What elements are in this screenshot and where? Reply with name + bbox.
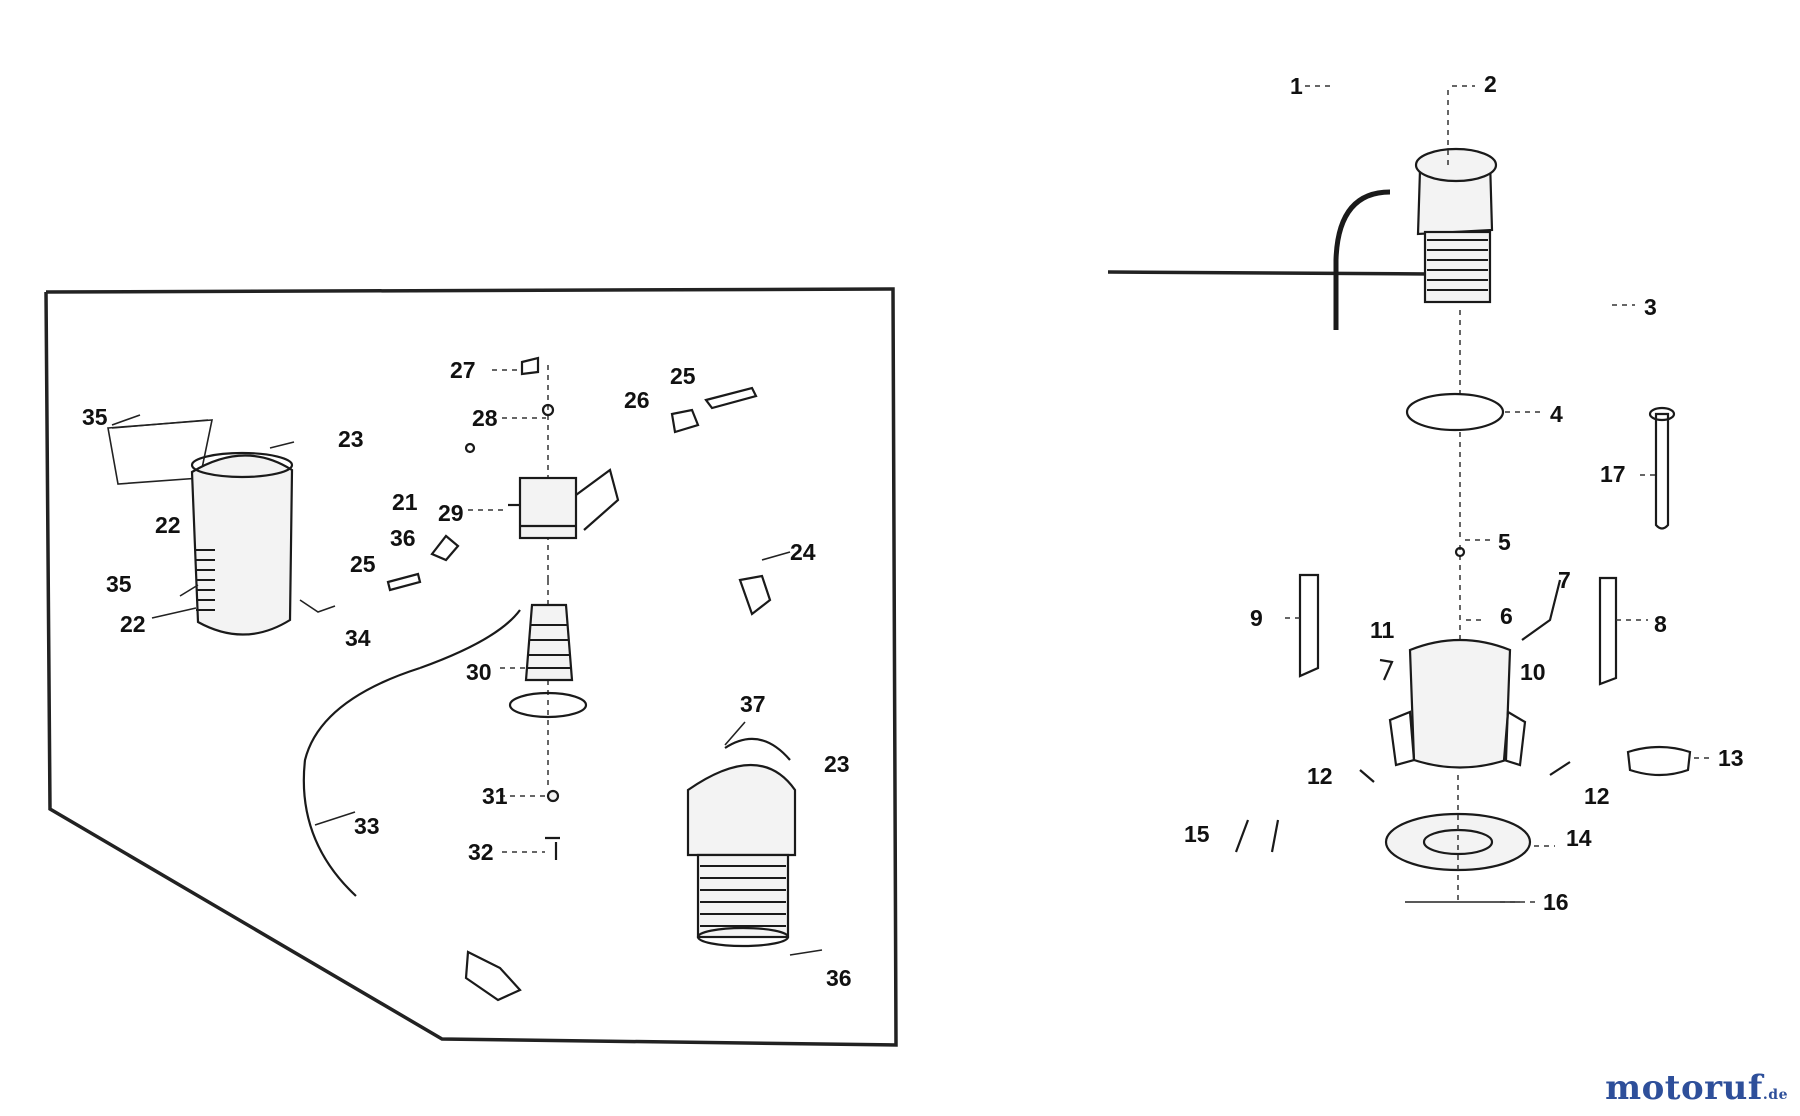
part-label: 14	[1566, 825, 1592, 851]
part-label: 12	[1307, 763, 1333, 789]
part-label: 21	[392, 489, 418, 515]
site-watermark: motoruf.de	[1605, 1068, 1788, 1108]
accessory-inset-panel	[44, 287, 898, 1047]
part-label: 23	[824, 751, 850, 777]
part-label: 16	[1543, 889, 1569, 915]
power-cable-part	[302, 609, 522, 1002]
part-label: 23	[338, 426, 364, 452]
part-label: 12	[1584, 783, 1610, 809]
part-label: 1	[1290, 73, 1303, 99]
part-label: 31	[482, 783, 508, 809]
router-base-assembly	[1234, 545, 1692, 853]
part-label: 2	[1484, 71, 1497, 97]
part-label: 36	[826, 965, 852, 991]
part-label: 10	[1520, 659, 1546, 685]
part-label: 3	[1644, 294, 1657, 320]
part-label: 8	[1654, 611, 1667, 637]
switch-part	[738, 574, 772, 616]
part-label: 22	[155, 512, 181, 538]
part-label: 6	[1500, 603, 1513, 629]
part-label: 35	[106, 571, 132, 597]
part-label: 34	[345, 625, 371, 651]
left-inset-labels: 27 28 25 26 35 23 21 29 22 36 25 35 22 3…	[82, 357, 852, 991]
part-label: 11	[1370, 617, 1395, 643]
part-label: 17	[1600, 461, 1626, 487]
part-label: 9	[1250, 605, 1263, 631]
part-label: 35	[82, 404, 108, 430]
watermark-text: motoruf	[1605, 1068, 1763, 1108]
part-label: 25	[350, 551, 376, 577]
part-label: 7	[1558, 567, 1571, 593]
part-label: 25	[670, 363, 696, 389]
armature-part	[508, 580, 588, 860]
right-assembly-labels: 1 2 3 4 17 5 7 9 6 8 11 10 13 12 12 15 1…	[1184, 71, 1744, 915]
sealing-ring-part	[1405, 392, 1505, 540]
part-label: 28	[472, 405, 498, 431]
part-label: 27	[450, 357, 476, 383]
part-label: 22	[120, 611, 146, 637]
lower-housing-part	[686, 737, 797, 948]
wrench-tool	[1648, 406, 1676, 530]
part-label: 5	[1498, 529, 1511, 555]
part-label: 13	[1718, 745, 1744, 771]
part-label: 24	[790, 539, 816, 565]
part-label: 33	[354, 813, 380, 839]
watermark-domain: .de	[1762, 1087, 1788, 1103]
part-label: 36	[390, 525, 416, 551]
part-label: 37	[740, 691, 766, 717]
part-label: 15	[1184, 821, 1210, 847]
part-label: 4	[1550, 401, 1563, 427]
leader-lines	[111, 85, 1712, 956]
part-label: 30	[466, 659, 492, 685]
part-label: 26	[624, 387, 650, 413]
part-label: 32	[468, 839, 494, 865]
base-plate-part	[1384, 775, 1532, 905]
filter-housing-part	[107, 414, 336, 636]
router-motor-housing	[1107, 90, 1498, 400]
part-label: 29	[438, 500, 464, 526]
motor-housing-part	[464, 365, 620, 580]
small-hardware-parts	[386, 356, 758, 592]
